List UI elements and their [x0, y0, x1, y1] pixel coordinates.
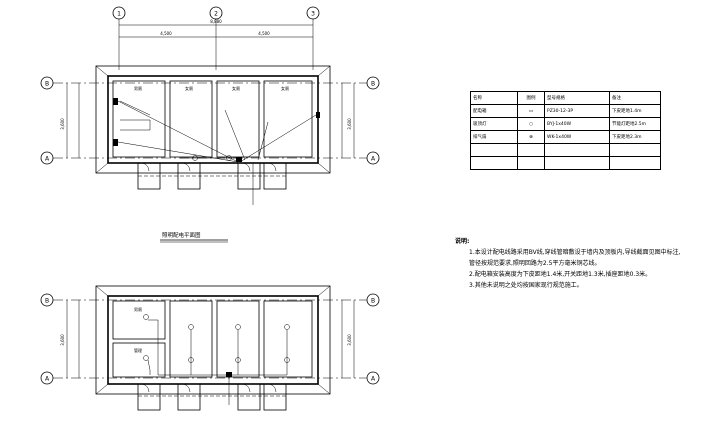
legend-header-cell: 图例: [517, 91, 545, 105]
legend-cell: [544, 143, 610, 157]
axis-label-b-left-2: B: [45, 298, 49, 305]
upper-wiring: [113, 98, 320, 205]
legend-cell: ⊗: [517, 130, 545, 144]
room-label-l5: 管理: [134, 347, 142, 353]
notes-title: 说明:: [455, 238, 470, 245]
axis-label-b-right: B: [371, 81, 375, 88]
legend-cell: 配电箱: [470, 104, 518, 118]
legend-cell: [470, 156, 518, 170]
legend-header-cell: 名称: [470, 91, 518, 105]
ceiling-light-icon: [143, 314, 149, 320]
legend-row: 配电箱 ▭ PZ30-12-3P 下皮距地1.4m: [470, 104, 661, 118]
notes-line: 3.其他未说明之处均按国家现行规范施工。: [469, 282, 583, 289]
grid-axis-1: 1: [112, 6, 126, 70]
room-label-2: 女厕: [185, 85, 193, 91]
room-label-4: 女厕: [281, 85, 289, 91]
dim-overall-width: 8,880: [210, 19, 222, 24]
dim-bay-1: 4,500: [160, 31, 172, 36]
legend-cell: [517, 143, 545, 157]
axis-label-3: 3: [311, 11, 315, 18]
legend-row: [470, 156, 661, 170]
room-label-l1: 男厕: [134, 306, 142, 312]
ceiling-light-icon: [188, 324, 194, 330]
ceiling-light-icon: [235, 324, 241, 330]
legend-cell: [609, 156, 661, 170]
dim-bay-2: 4,500: [258, 31, 270, 36]
room-label-3: 女厕: [232, 85, 240, 91]
axis-label-a-right: A: [371, 156, 376, 163]
axis-label-b-left: B: [45, 81, 49, 88]
legend-cell: [517, 156, 545, 170]
axis-label-2: 2: [214, 11, 218, 18]
dim-height-left-2: 3,600: [60, 334, 65, 346]
notes-line: 1.本设计配电线路采用BV线,穿线管暗敷设于墙内及顶板内,导线截面见图中标注,: [469, 249, 681, 256]
legend-cell: [609, 143, 661, 157]
legend-row: 排气扇 ⊗ WK-1x40W 下皮距地2.3m: [470, 130, 661, 144]
legend-cell: 节能灯距地2.5m: [609, 117, 661, 131]
axis-label-1: 1: [117, 11, 121, 18]
legend-row: [470, 143, 661, 157]
distribution-box-icon: [113, 139, 118, 146]
legend-cell: BYJ-1x40W: [544, 117, 610, 131]
lower-plan: B B A A 3,600 3,600 男厕 管理: [40, 285, 380, 411]
legend-header-cell: 备注: [609, 91, 661, 105]
legend-cell: ○: [517, 117, 545, 131]
legend-table: 名称 图例 型号规格 备注 配电箱 ▭ PZ30-12-3P 下皮距地1.4m …: [470, 91, 661, 170]
legend-cell: 下皮距地1.4m: [609, 104, 661, 118]
distribution-box-icon: [113, 98, 118, 105]
legend-cell: 排气扇: [470, 130, 518, 144]
dim-height-right: 3,600: [347, 118, 352, 130]
notes-line: 2.配电箱安装高度为下皮距地1.4米,开关距地1.3米,插座距地0.3米。: [469, 271, 652, 278]
ceiling-light-icon: [192, 155, 198, 161]
design-notes: 说明: 1.本设计配电线路采用BV线,穿线管暗敷设于墙内及顶板内,导线截面见图中…: [455, 236, 690, 291]
legend-cell: 下皮距地2.3m: [609, 130, 661, 144]
ceiling-light-icon: [143, 355, 149, 361]
lower-wiring: [143, 314, 290, 405]
axis-label-a-left-2: A: [45, 376, 50, 383]
legend-header-cell: 型号规格: [544, 91, 610, 105]
legend-cell: WK-1x40W: [544, 130, 610, 144]
grid-axis-2: 2: [209, 6, 223, 70]
legend-cell: [544, 156, 610, 170]
axis-label-a-right-2: A: [371, 376, 376, 383]
notes-line: 管径按规范要求,照明回路为2.5平方毫米铜芯线。: [469, 260, 601, 267]
grid-axis-3: 3: [306, 6, 320, 70]
dim-height-right-2: 3,600: [347, 334, 352, 346]
legend-cell: [470, 143, 518, 157]
axis-label-b-right-2: B: [371, 298, 375, 305]
dim-height-left: 3,600: [60, 118, 65, 130]
legend-row: 吸顶灯 ○ BYJ-1x40W 节能灯距地2.5m: [470, 117, 661, 131]
ceiling-light-icon: [226, 155, 232, 161]
room-label-1: 男厕: [134, 85, 142, 91]
legend-header-row: 名称 图例 型号规格 备注: [470, 91, 661, 105]
legend-cell: PZ30-12-3P: [544, 104, 610, 118]
switch-icon: [226, 372, 232, 377]
legend-cell: ▭: [517, 104, 545, 118]
upper-plan-title: 照明配电平面图: [162, 231, 201, 239]
ceiling-light-icon: [284, 324, 290, 330]
switch-icon: [236, 157, 242, 162]
distribution-box-icon: [316, 112, 320, 118]
upper-plan: 1 2 3 8,880 4,500 4,500 B B A A: [40, 6, 380, 243]
legend-cell: 吸顶灯: [470, 117, 518, 131]
axis-label-a-left: A: [45, 156, 50, 163]
